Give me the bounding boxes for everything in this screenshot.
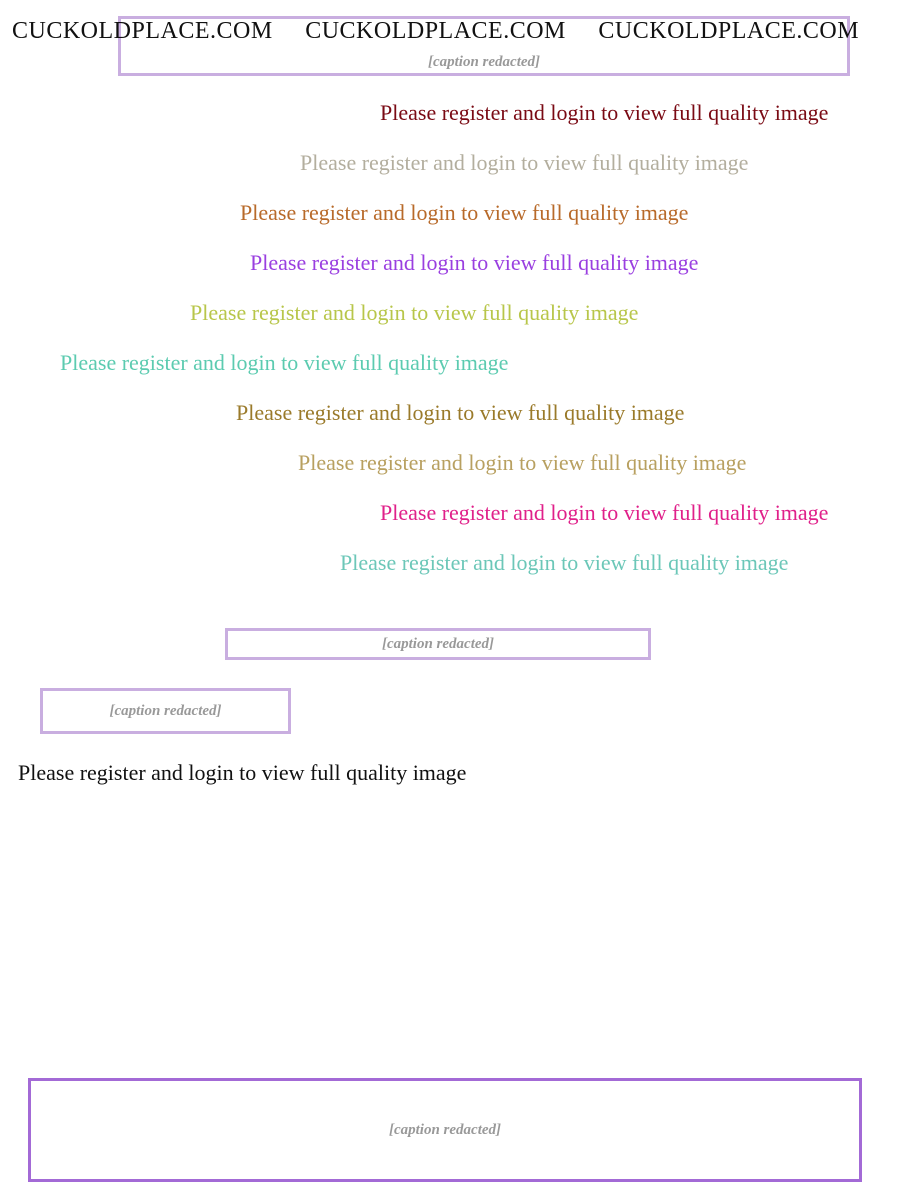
site-watermark: CUCKOLDPLACE.COM [598, 18, 860, 44]
overlay-text: Please register and login to view full q… [340, 550, 789, 575]
caption-box-left: [caption redacted] [40, 688, 291, 734]
site-watermark: CUCKOLDPLACE.COM [305, 18, 566, 44]
overlay-text: Please register and login to view full q… [298, 450, 747, 475]
caption-box-middle: [caption redacted] [225, 628, 651, 660]
overlay-text: Please register and login to view full q… [18, 760, 467, 785]
overlay-text: Please register and login to view full q… [250, 250, 699, 275]
overlay-text: Please register and login to view full q… [150, 1030, 599, 1055]
overlay-text: Please register and login to view full q… [236, 400, 685, 425]
caption-box-bottom: [caption redacted] [28, 1078, 862, 1182]
overlay-text: Please register and login to view full q… [300, 150, 749, 175]
overlay-text: Please register and login to view full q… [240, 200, 689, 225]
overlay-text: Please register and login to view full q… [380, 500, 829, 525]
site-watermark: CUCKOLDPLACE.COM [12, 18, 273, 44]
caption-box-top: [caption redacted] [118, 16, 850, 76]
overlay-text: Please register and login to view full q… [380, 100, 829, 125]
site-watermark-header: CUCKOLDPLACE.COM CUCKOLDPLACE.COM CUCKOL… [12, 18, 885, 45]
overlay-text: Please register and login to view full q… [60, 350, 509, 375]
overlay-text: Please register and login to view full q… [190, 300, 639, 325]
